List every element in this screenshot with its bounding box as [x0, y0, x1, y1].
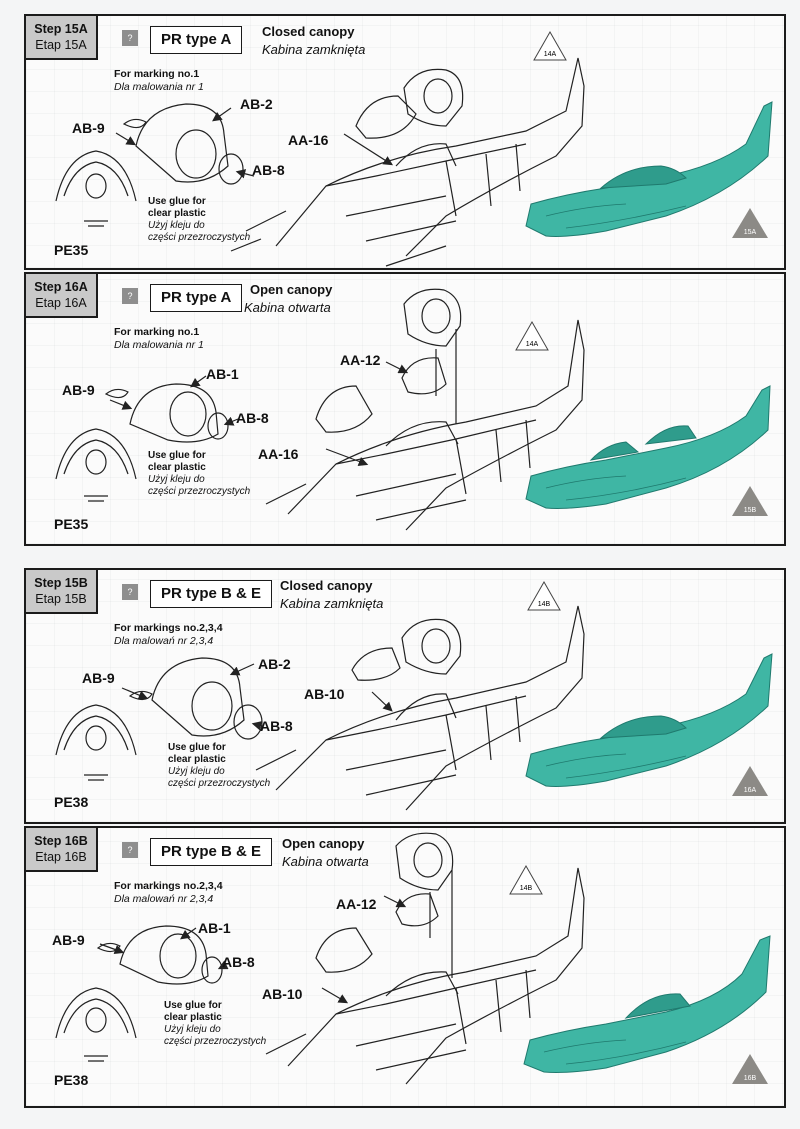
canopy-subtitle-polish: Kabina zamknięta: [280, 596, 384, 611]
help-badge: ?: [122, 288, 138, 304]
reference-fuselage-illustration: [525, 653, 773, 787]
step-panel-15a: Step 15A Etap 15A ? PR type A Closed can…: [24, 14, 786, 270]
part-label: AA-16: [258, 446, 299, 462]
svg-text:16A: 16A: [744, 787, 757, 794]
part-label: AB-9: [72, 120, 105, 136]
marking-note: For marking no.1: [114, 326, 200, 338]
assembly-drawing: 14A 15B: [55, 288, 771, 531]
marking-note-polish: Dla malowań nr 2,3,4: [114, 635, 214, 647]
pr-type-label: PR type B & E: [150, 580, 273, 608]
marking-note-polish: Dla malowania nr 1: [114, 339, 204, 351]
step-label-box: Step 15A Etap 15A: [26, 16, 98, 60]
part-label: AB-9: [62, 382, 95, 398]
ref-triangle-top: [515, 320, 549, 351]
ref-triangle-bottom: [732, 486, 768, 516]
part-label: AB-8: [236, 410, 269, 426]
step-number-polish: Etap 15B: [35, 592, 87, 606]
pe-part-label: PE38: [54, 794, 89, 810]
svg-text:14A: 14A: [526, 341, 539, 348]
ref-triangle-top: [509, 864, 543, 895]
part-label: AB-9: [82, 670, 115, 686]
pe-part-label: PE35: [54, 516, 89, 532]
help-badge: ?: [122, 842, 138, 858]
ref-triangle-top: [527, 580, 561, 611]
part-label: AB-1: [206, 366, 239, 382]
canopy-title: Open canopy: [282, 836, 365, 851]
pe-part-label: PE38: [54, 1072, 89, 1088]
pr-type-label: PR type A: [150, 26, 243, 54]
svg-text:14B: 14B: [538, 601, 551, 608]
pr-type-label: PR type B & E: [150, 838, 273, 866]
part-label: AB-8: [252, 162, 285, 178]
reference-fuselage-illustration: [525, 385, 771, 509]
part-label: AA-12: [336, 896, 377, 912]
marking-note: For marking no.1: [114, 68, 200, 80]
step-panel-16a: Step 16A Etap 16A ? PR type A Open canop…: [24, 272, 786, 546]
assembly-drawing: 14A 15A: [55, 30, 773, 267]
part-label: AA-12: [340, 352, 381, 368]
step-number: Step 15A: [34, 22, 88, 36]
step-label-box: Step 16B Etap 16B: [26, 828, 98, 872]
glue-note: Use glue for clear plastic Użyj kleju do…: [148, 196, 251, 243]
step-panel-15b: Step 15B Etap 15B ? PR type B & E Closed…: [24, 568, 786, 824]
part-label: AB-9: [52, 932, 85, 948]
step-number-polish: Etap 16A: [35, 296, 87, 310]
canopy-title: Open canopy: [250, 282, 333, 297]
reference-fuselage-illustration: [525, 101, 773, 237]
help-badge: ?: [122, 30, 138, 46]
part-label: AA-16: [288, 132, 329, 148]
marking-note: For markings no.2,3,4: [114, 622, 223, 634]
ref-triangle-bottom: [732, 208, 768, 238]
glue-note: Use glue for clear plastic Użyj kleju do…: [148, 450, 251, 497]
part-label: AB-1: [198, 920, 231, 936]
part-label: AB-8: [222, 954, 255, 970]
assembly-drawing: 14B 16A: [55, 580, 773, 811]
reference-fuselage-illustration: [523, 935, 771, 1073]
part-label: AB-10: [262, 986, 303, 1002]
marking-note: For markings no.2,3,4: [114, 880, 223, 892]
part-label: AB-2: [240, 96, 273, 112]
ref-triangle-bottom: [732, 766, 768, 796]
assembly-drawing: 14B 16B: [55, 832, 771, 1085]
svg-text:14A: 14A: [544, 51, 557, 58]
step-number: Step 16A: [34, 280, 88, 294]
canopy-title: Closed canopy: [280, 578, 373, 593]
step-number: Step 16B: [34, 834, 88, 848]
pr-type-label: PR type A: [150, 284, 243, 312]
step-panel-16b: Step 16B Etap 16B ? PR type B & E Open c…: [24, 826, 786, 1108]
canopy-subtitle-polish: Kabina zamknięta: [262, 42, 366, 57]
pe-part-label: PE35: [54, 242, 89, 258]
step-label-box: Step 16A Etap 16A: [26, 274, 98, 318]
svg-text:16B: 16B: [744, 1075, 757, 1082]
marking-note-polish: Dla malowań nr 2,3,4: [114, 893, 214, 905]
ref-triangle-top: [533, 30, 567, 61]
part-label: AB-10: [304, 686, 345, 702]
glue-note: Use glue for clear plastic Użyj kleju do…: [164, 1000, 267, 1047]
svg-text:15B: 15B: [744, 507, 757, 514]
canopy-subtitle-polish: Kabina otwarta: [244, 300, 331, 315]
part-label: AB-8: [260, 718, 293, 734]
step-number: Step 15B: [34, 576, 88, 590]
marking-note-polish: Dla malowania nr 1: [114, 81, 204, 93]
svg-text:14B: 14B: [520, 885, 533, 892]
step-label-box: Step 15B Etap 15B: [26, 570, 98, 614]
help-badge: ?: [122, 584, 138, 600]
svg-text:15A: 15A: [744, 229, 757, 236]
canopy-title: Closed canopy: [262, 24, 355, 39]
canopy-subtitle-polish: Kabina otwarta: [282, 854, 369, 869]
step-number-polish: Etap 16B: [35, 850, 87, 864]
ref-triangle-bottom: [732, 1054, 768, 1084]
step-number-polish: Etap 15A: [35, 38, 87, 52]
glue-note: Use glue for clear plastic Użyj kleju do…: [168, 742, 271, 789]
part-label: AB-2: [258, 656, 291, 672]
